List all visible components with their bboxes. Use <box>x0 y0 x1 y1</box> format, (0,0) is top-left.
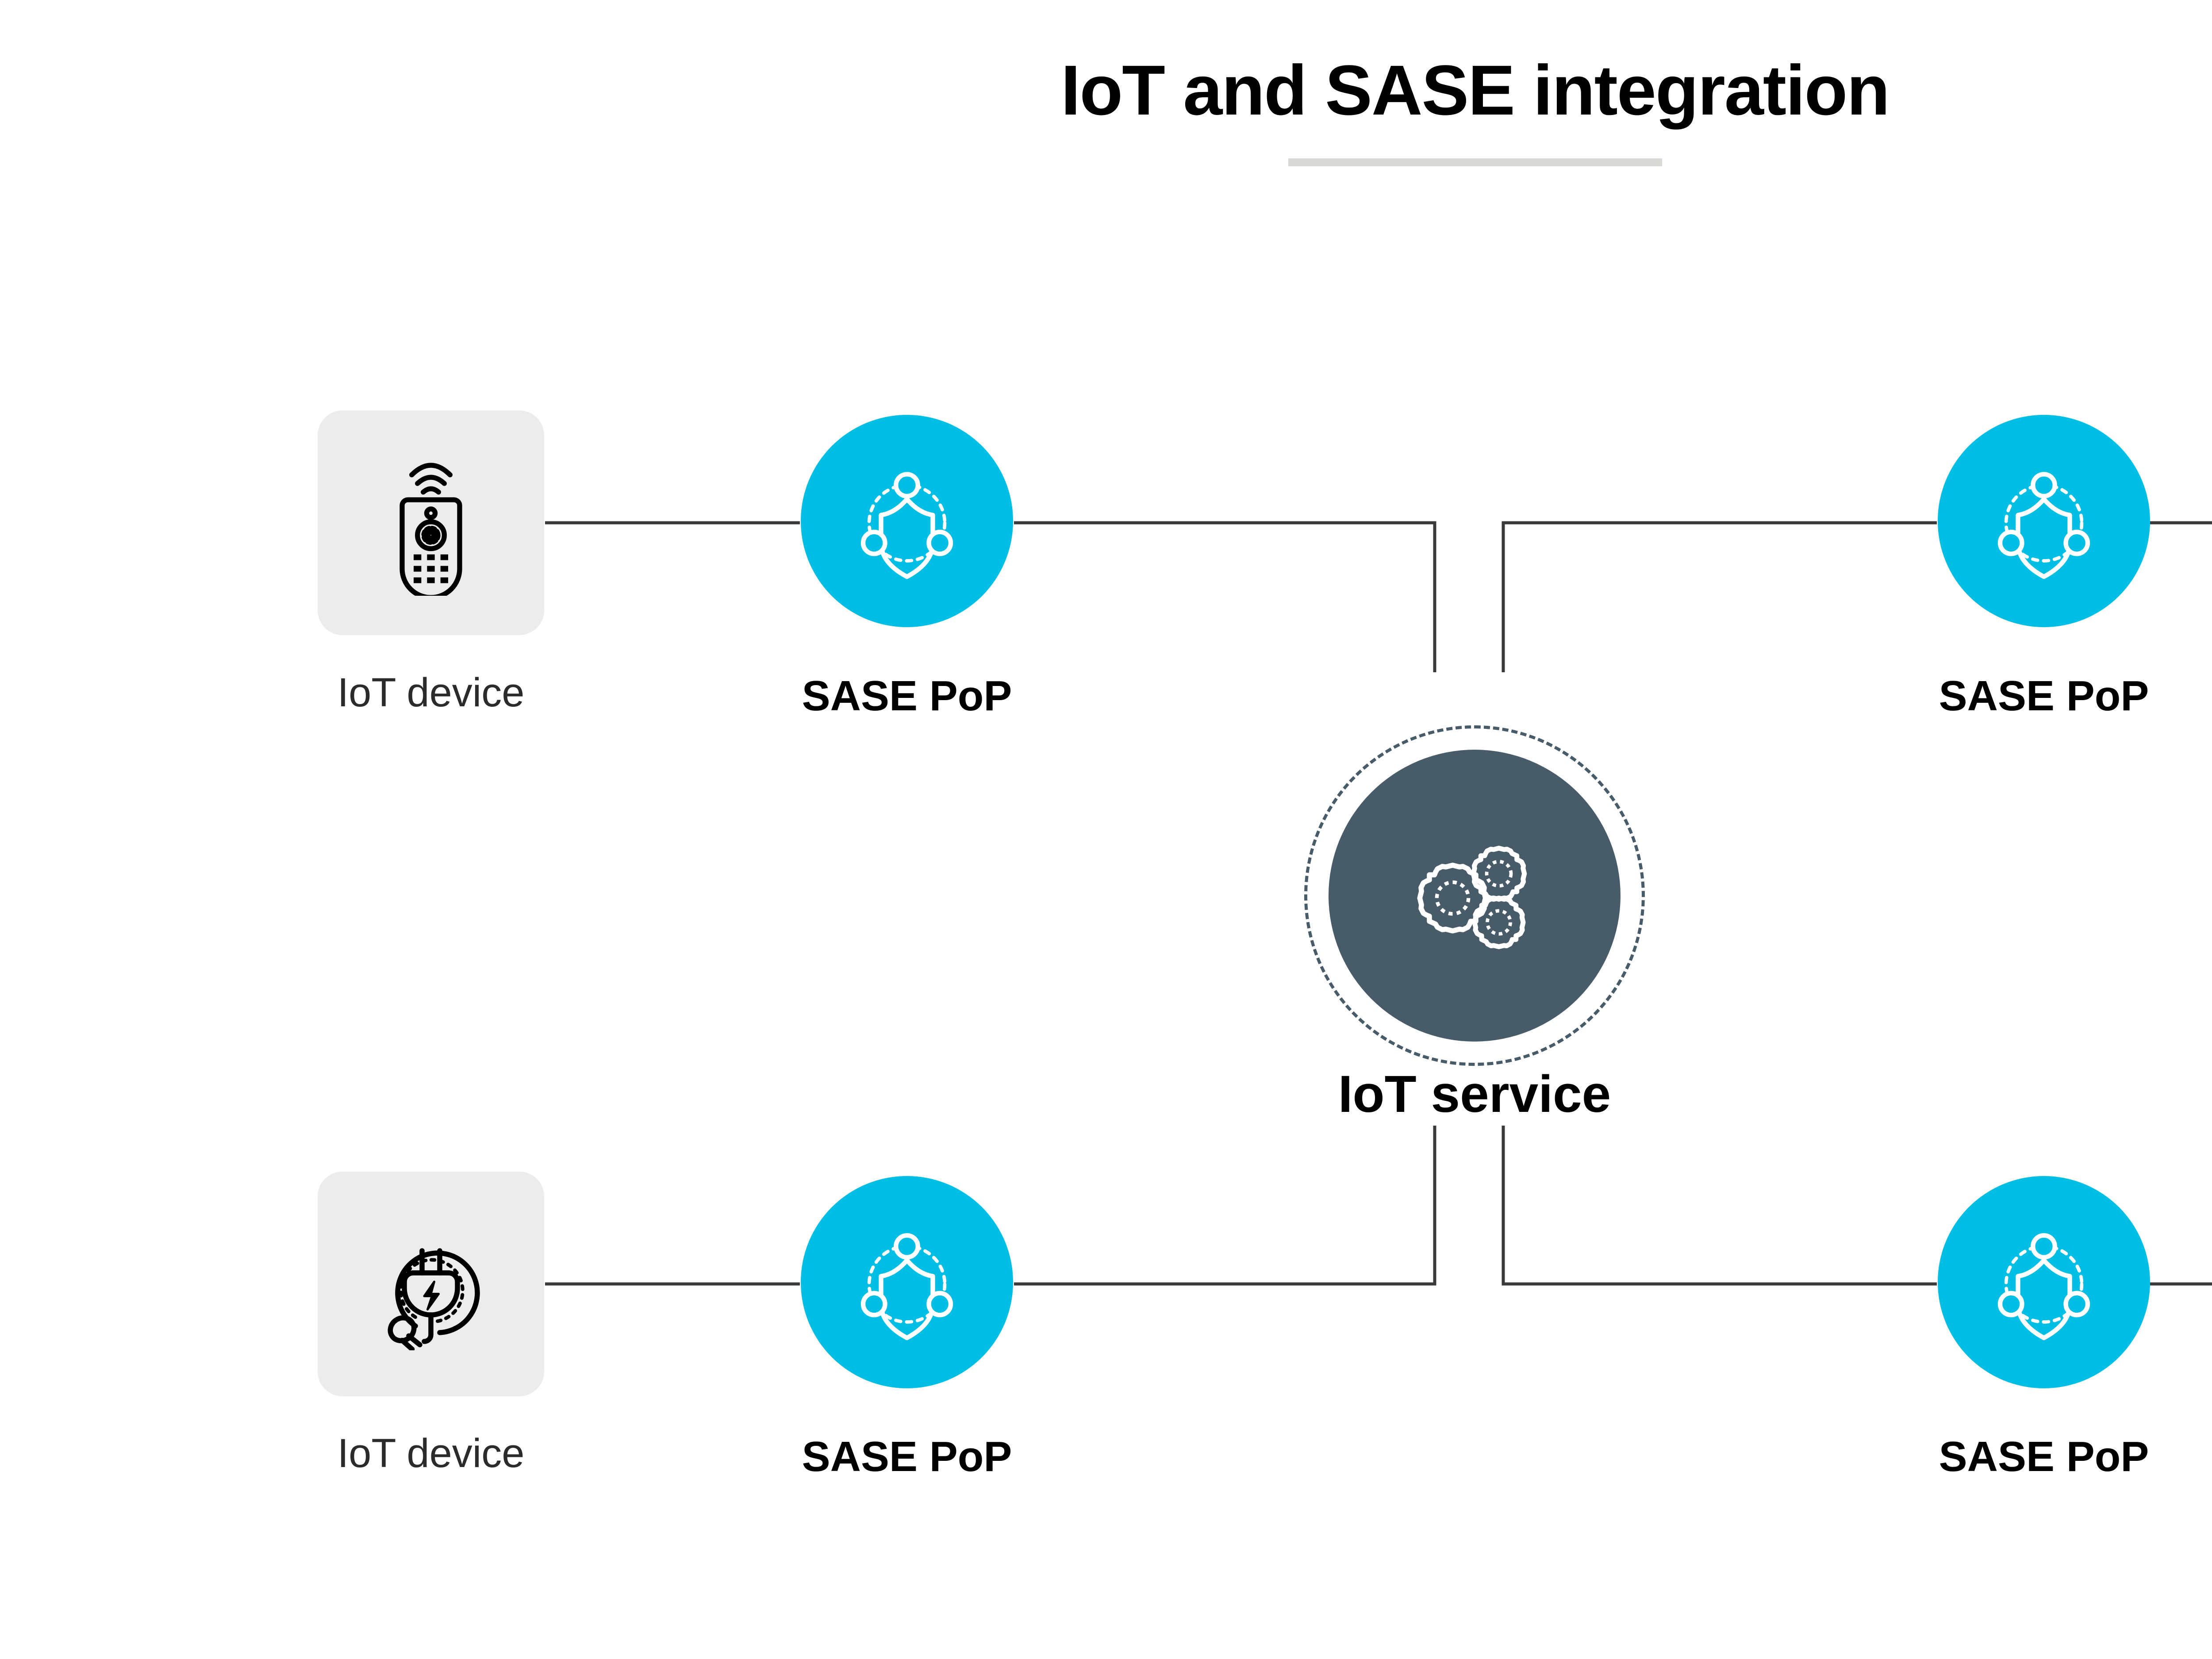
pop-circle <box>1938 1176 2150 1388</box>
gears-icon <box>1402 823 1548 969</box>
node-bottom-left-pop[interactable] <box>801 1176 1013 1388</box>
label-top-left-device: IoT device <box>337 670 525 715</box>
node-top-left-device[interactable] <box>318 410 544 635</box>
smart-plug-icon <box>365 1218 497 1350</box>
shield-network-icon <box>1984 1222 2104 1342</box>
label-top-right-pop: SASE PoP <box>1939 672 2149 720</box>
label-bottom-left-pop: SASE PoP <box>802 1433 1012 1480</box>
service-circle <box>1329 750 1621 1042</box>
service-dashed-ring <box>1304 725 1645 1066</box>
shield-network-icon <box>847 1222 967 1342</box>
shield-network-icon <box>847 461 967 581</box>
node-bottom-left-device[interactable] <box>318 1172 544 1396</box>
remote-control-icon <box>373 450 488 596</box>
pop-circle <box>801 415 1013 627</box>
node-bottom-right-pop[interactable] <box>1938 1176 2150 1388</box>
title-block: IoT and SASE integration <box>0 53 2212 166</box>
device-box <box>318 410 544 635</box>
pop-circle <box>801 1176 1013 1388</box>
device-box <box>318 1172 544 1396</box>
pop-circle <box>1938 415 2150 627</box>
node-top-left-pop[interactable] <box>801 415 1013 627</box>
node-iot-service[interactable] <box>1304 725 1645 1066</box>
label-bottom-right-pop: SASE PoP <box>1939 1433 2149 1480</box>
title-underline-bar <box>1288 158 1662 166</box>
connector-tl-pop-to-hub <box>1014 521 1436 672</box>
page-title: IoT and SASE integration <box>1060 50 1890 130</box>
label-iot-service: IoT service <box>1338 1065 1611 1123</box>
label-top-left-pop: SASE PoP <box>802 672 1012 720</box>
label-bottom-left-device: IoT device <box>337 1431 525 1476</box>
node-top-right-pop[interactable] <box>1938 415 2150 627</box>
connector-bl-pop-to-hub <box>1014 1126 1436 1286</box>
shield-network-icon <box>1984 461 2104 581</box>
connector-tr-hub-to-pop <box>1502 521 1937 672</box>
connector-br-hub-to-pop <box>1502 1126 1937 1286</box>
